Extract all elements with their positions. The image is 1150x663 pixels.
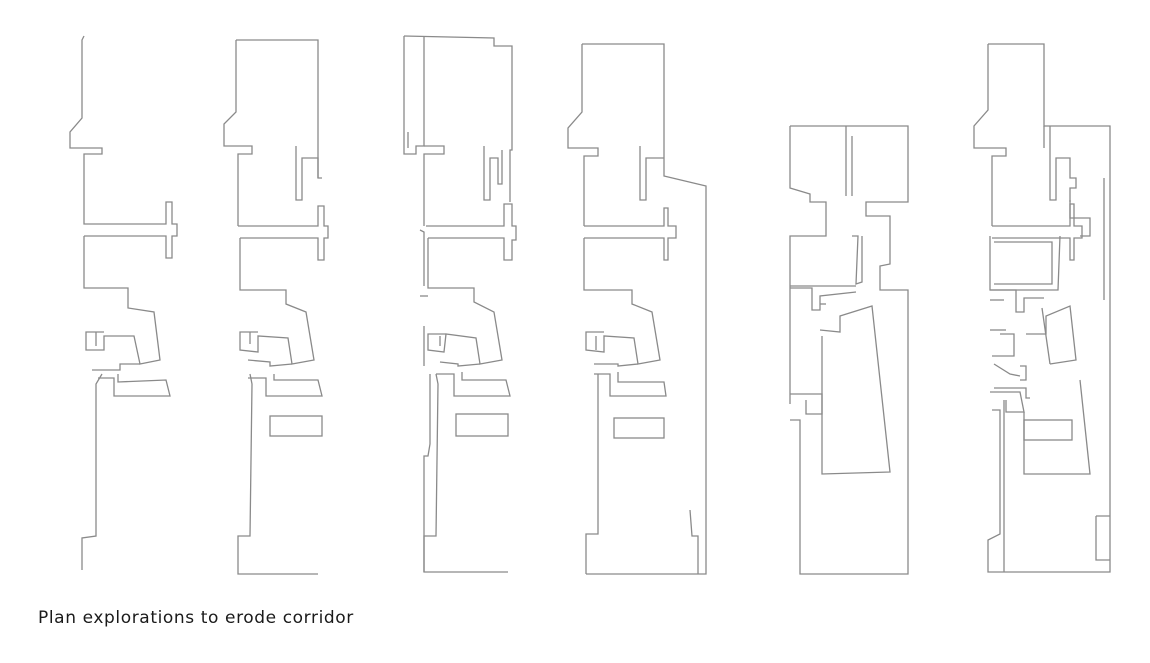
figure-caption: Plan explorations to erode corridor — [38, 608, 354, 628]
plan-1 — [69, 35, 178, 570]
plan-3 — [403, 35, 517, 573]
plan-4 — [567, 43, 707, 575]
plan-6 — [973, 43, 1111, 573]
plan-explorations-drawing — [69, 35, 1111, 575]
plan-5 — [789, 125, 909, 575]
plan-2 — [223, 39, 329, 575]
